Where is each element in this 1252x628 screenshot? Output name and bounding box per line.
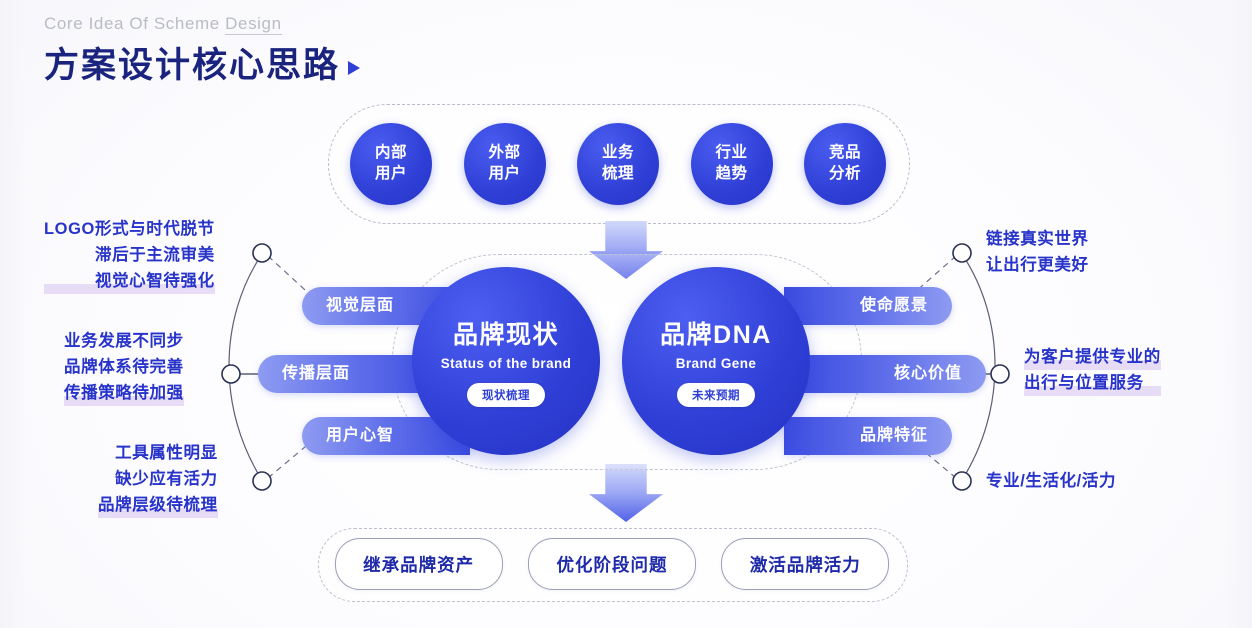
circle-line-1: 行业 [715, 144, 748, 162]
arrow-down-bottom-icon [589, 464, 663, 522]
pill-label: 使命愿景 [859, 297, 928, 314]
core-circle-brand-status[interactable]: 品牌现状 Status of the brand 现状梳理 [412, 267, 600, 455]
pill-brand-traits[interactable]: 品牌特征 [784, 417, 952, 455]
bottom-pill-inherit-assets[interactable]: 继承品牌资产 [334, 538, 503, 590]
bottom-output-pills: 继承品牌资产 优化阶段问题 激活品牌活力 [322, 536, 902, 592]
top-circle-business-review[interactable]: 业务 梳理 [577, 123, 659, 205]
core-title-cn: 品牌DNA [660, 321, 772, 349]
pill-label: 核心价值 [893, 365, 962, 382]
core-chip-status-review[interactable]: 现状梳理 [467, 383, 545, 407]
core-title-en: Status of the brand [440, 356, 572, 371]
pill-label: 视觉层面 [326, 297, 395, 314]
note-line: 为客户提供专业的 [1024, 344, 1161, 371]
note-right-traits: 专业/生活化/活力 [986, 468, 1116, 494]
bottom-pill-optimize-issues[interactable]: 优化阶段问题 [527, 538, 696, 590]
top-circle-competitor-analysis[interactable]: 竞品 分析 [804, 123, 886, 205]
top-circle-internal-users[interactable]: 内部 用户 [350, 123, 432, 205]
top-input-circles: 内部 用户 外部 用户 业务 梳理 行业 趋势 竞品 分析 [332, 114, 904, 214]
core-chip-future-expectation[interactable]: 未来预期 [677, 383, 755, 407]
note-line: 滞后于主流审美 [94, 246, 215, 265]
note-right-core-value: 为客户提供专业的 出行与位置服务 [1024, 344, 1161, 397]
top-circle-industry-trend[interactable]: 行业 趋势 [690, 123, 773, 205]
bottom-pill-activate-vitality[interactable]: 激活品牌活力 [721, 538, 890, 590]
left-edge-shade [0, 0, 26, 628]
note-line: 专业/生活化/活力 [986, 472, 1117, 490]
bottom-pill-label: 激活品牌活力 [749, 554, 861, 575]
circle-line-1: 竞品 [828, 144, 861, 162]
note-line: 品牌体系待完善 [64, 358, 184, 377]
note-line: 品牌层级待梳理 [98, 492, 218, 519]
slide-header: Core Idea Of Scheme Design 方案设计核心思路 [44, 14, 361, 88]
circle-line-2: 用户 [488, 165, 521, 182]
note-line: 业务发展不同步 [64, 332, 184, 350]
note-line: 工具属性明显 [115, 444, 218, 462]
note-line: 链接真实世界 [986, 230, 1089, 248]
pill-label: 传播层面 [282, 365, 351, 382]
note-line: 让出行更美好 [986, 256, 1089, 275]
note-right-mission: 链接真实世界 让出行更美好 [986, 226, 1089, 278]
circle-line-2: 梳理 [601, 165, 634, 182]
note-line: 视觉心智待强化 [44, 268, 215, 295]
top-circle-external-users[interactable]: 外部 用户 [463, 123, 546, 205]
page-title: 方案设计核心思路 [44, 37, 361, 88]
bottom-pill-label: 优化阶段问题 [556, 554, 668, 575]
circle-line-2: 趋势 [715, 165, 748, 182]
note-line: 出行与位置服务 [1024, 370, 1161, 397]
right-edge-shade [1226, 0, 1252, 628]
page-title-text: 方案设计核心思路 [44, 46, 341, 85]
pill-label: 用户心智 [326, 427, 395, 444]
circle-line-1: 外部 [488, 144, 521, 162]
note-left-communication: 业务发展不同步 品牌体系待完善 传播策略待加强 [64, 328, 184, 407]
note-line: 缺少应有活力 [115, 470, 218, 489]
core-circle-brand-dna[interactable]: 品牌DNA Brand Gene 未来预期 [622, 267, 810, 455]
pill-mission-vision[interactable]: 使命愿景 [784, 287, 952, 325]
eyebrow-text: Core Idea Of Scheme Design [44, 14, 360, 35]
circle-line-2: 用户 [374, 165, 407, 182]
pill-core-value[interactable]: 核心价值 [796, 355, 986, 393]
note-left-user-mind: 工具属性明显 缺少应有活力 品牌层级待梳理 [98, 440, 218, 519]
pill-label: 品牌特征 [859, 427, 928, 444]
core-title-en: Brand Gene [675, 356, 757, 371]
circle-line-1: 内部 [374, 144, 407, 162]
bottom-pill-label: 继承品牌资产 [363, 554, 475, 575]
note-line: LOGO形式与时代脱节 [44, 220, 215, 238]
circle-line-1: 业务 [601, 144, 634, 162]
note-left-visual: LOGO形式与时代脱节 滞后于主流审美 视觉心智待强化 [44, 216, 215, 295]
core-title-cn: 品牌现状 [452, 321, 559, 349]
note-line: 传播策略待加强 [64, 380, 184, 407]
eyebrow-plain: Core Idea Of Scheme [44, 14, 226, 33]
circle-line-2: 分析 [828, 165, 861, 182]
triangle-marker-icon [348, 60, 361, 75]
eyebrow-underlined: Design [225, 14, 282, 35]
